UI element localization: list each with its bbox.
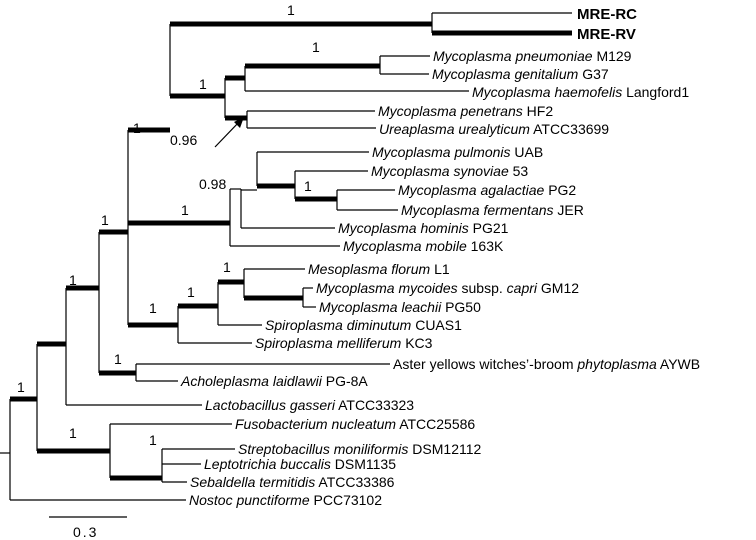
label-haemofelis: Mycoplasma haemofelis Langford1 [472, 84, 689, 100]
label-synoviae: Mycoplasma synoviae 53 [371, 163, 528, 179]
label-agalactiae: Mycoplasma agalactiae PG2 [398, 182, 576, 198]
support-fusobacteria: 1 [69, 425, 77, 441]
support-upper: 1 [133, 120, 141, 136]
label-melliferum: Spiroplasma melliferum KC3 [255, 335, 433, 351]
label-diminutum: Spiroplasma diminutum CUAS1 [265, 317, 462, 333]
taxon-labels: MRE-RC MRE-RV Mycoplasma pneumoniae M129… [180, 6, 700, 508]
label-pulmonis: Mycoplasma pulmonis UAB [372, 144, 543, 160]
support-pg: 1 [312, 39, 320, 55]
label-leachii: Mycoplasma leachii PG50 [319, 299, 481, 315]
support-arrow [214, 117, 244, 148]
support-mre: 1 [287, 2, 295, 18]
support-root: 1 [17, 379, 25, 395]
label-penetrans: Mycoplasma penetrans HF2 [378, 103, 553, 119]
label-mesoplasma: Mesoplasma florum L1 [308, 261, 450, 277]
label-phytoplasma: Aster yellows witches’-broom phytoplasma… [393, 356, 700, 372]
support-spiro-meso: 1 [187, 284, 195, 300]
label-nostoc: Nostoc punctiforme PCC73102 [189, 492, 382, 508]
label-streptobacillus: Streptobacillus moniliformis DSM12112 [238, 441, 482, 457]
label-leptotrichia: Leptotrichia buccalis DSM1135 [204, 456, 396, 472]
support-phytoplasma: 1 [114, 351, 122, 367]
label-genitalium: Mycoplasma genitalium G37 [432, 66, 609, 82]
support-haemofelis: 1 [199, 76, 207, 92]
label-mobile: Mycoplasma mobile 163K [343, 238, 504, 254]
label-pneumoniae: Mycoplasma pneumoniae M129 [433, 48, 632, 64]
label-acholeplasma: Acholeplasma laidlawii PG-8A [180, 373, 368, 389]
support-values: 1 1 1 0.96 1 0.98 1 1 1 1 1 1 1 1 1 1 1 [17, 2, 320, 448]
scale-bar: 0.3 [49, 516, 127, 540]
support-spiroplasma-group: 1 [149, 300, 157, 316]
label-mycoides: Mycoplasma mycoides subsp. capri GM12 [316, 280, 579, 296]
support-synoviae: 1 [304, 178, 312, 194]
label-lactobacillus: Lactobacillus gasseri ATCC33323 [205, 397, 414, 413]
support-mesoplasma: 1 [223, 259, 231, 275]
label-mre-rc: MRE-RC [577, 6, 637, 23]
label-sebaldella: Sebaldella termitidis ATCC33386 [190, 474, 395, 490]
support-mollicutes-all: 1 [69, 272, 77, 288]
support-hominis-group: 1 [181, 202, 189, 218]
support-mollicutes: 1 [101, 212, 109, 228]
label-fermentans: Mycoplasma fermentans JER [401, 202, 584, 218]
scale-bar-label: 0.3 [73, 524, 98, 540]
label-fusobacterium: Fusobacterium nucleatum ATCC25586 [235, 416, 475, 432]
label-hominis: Mycoplasma hominis PG21 [338, 220, 509, 236]
support-penetrans: 0.96 [170, 132, 197, 148]
label-ureaplasma: Ureaplasma urealyticum ATCC33699 [379, 121, 609, 137]
support-leptotrichia: 1 [149, 432, 157, 448]
support-hominis: 0.98 [199, 176, 226, 192]
tree-branches [0, 12, 572, 501]
label-mre-rv: MRE-RV [577, 26, 636, 43]
